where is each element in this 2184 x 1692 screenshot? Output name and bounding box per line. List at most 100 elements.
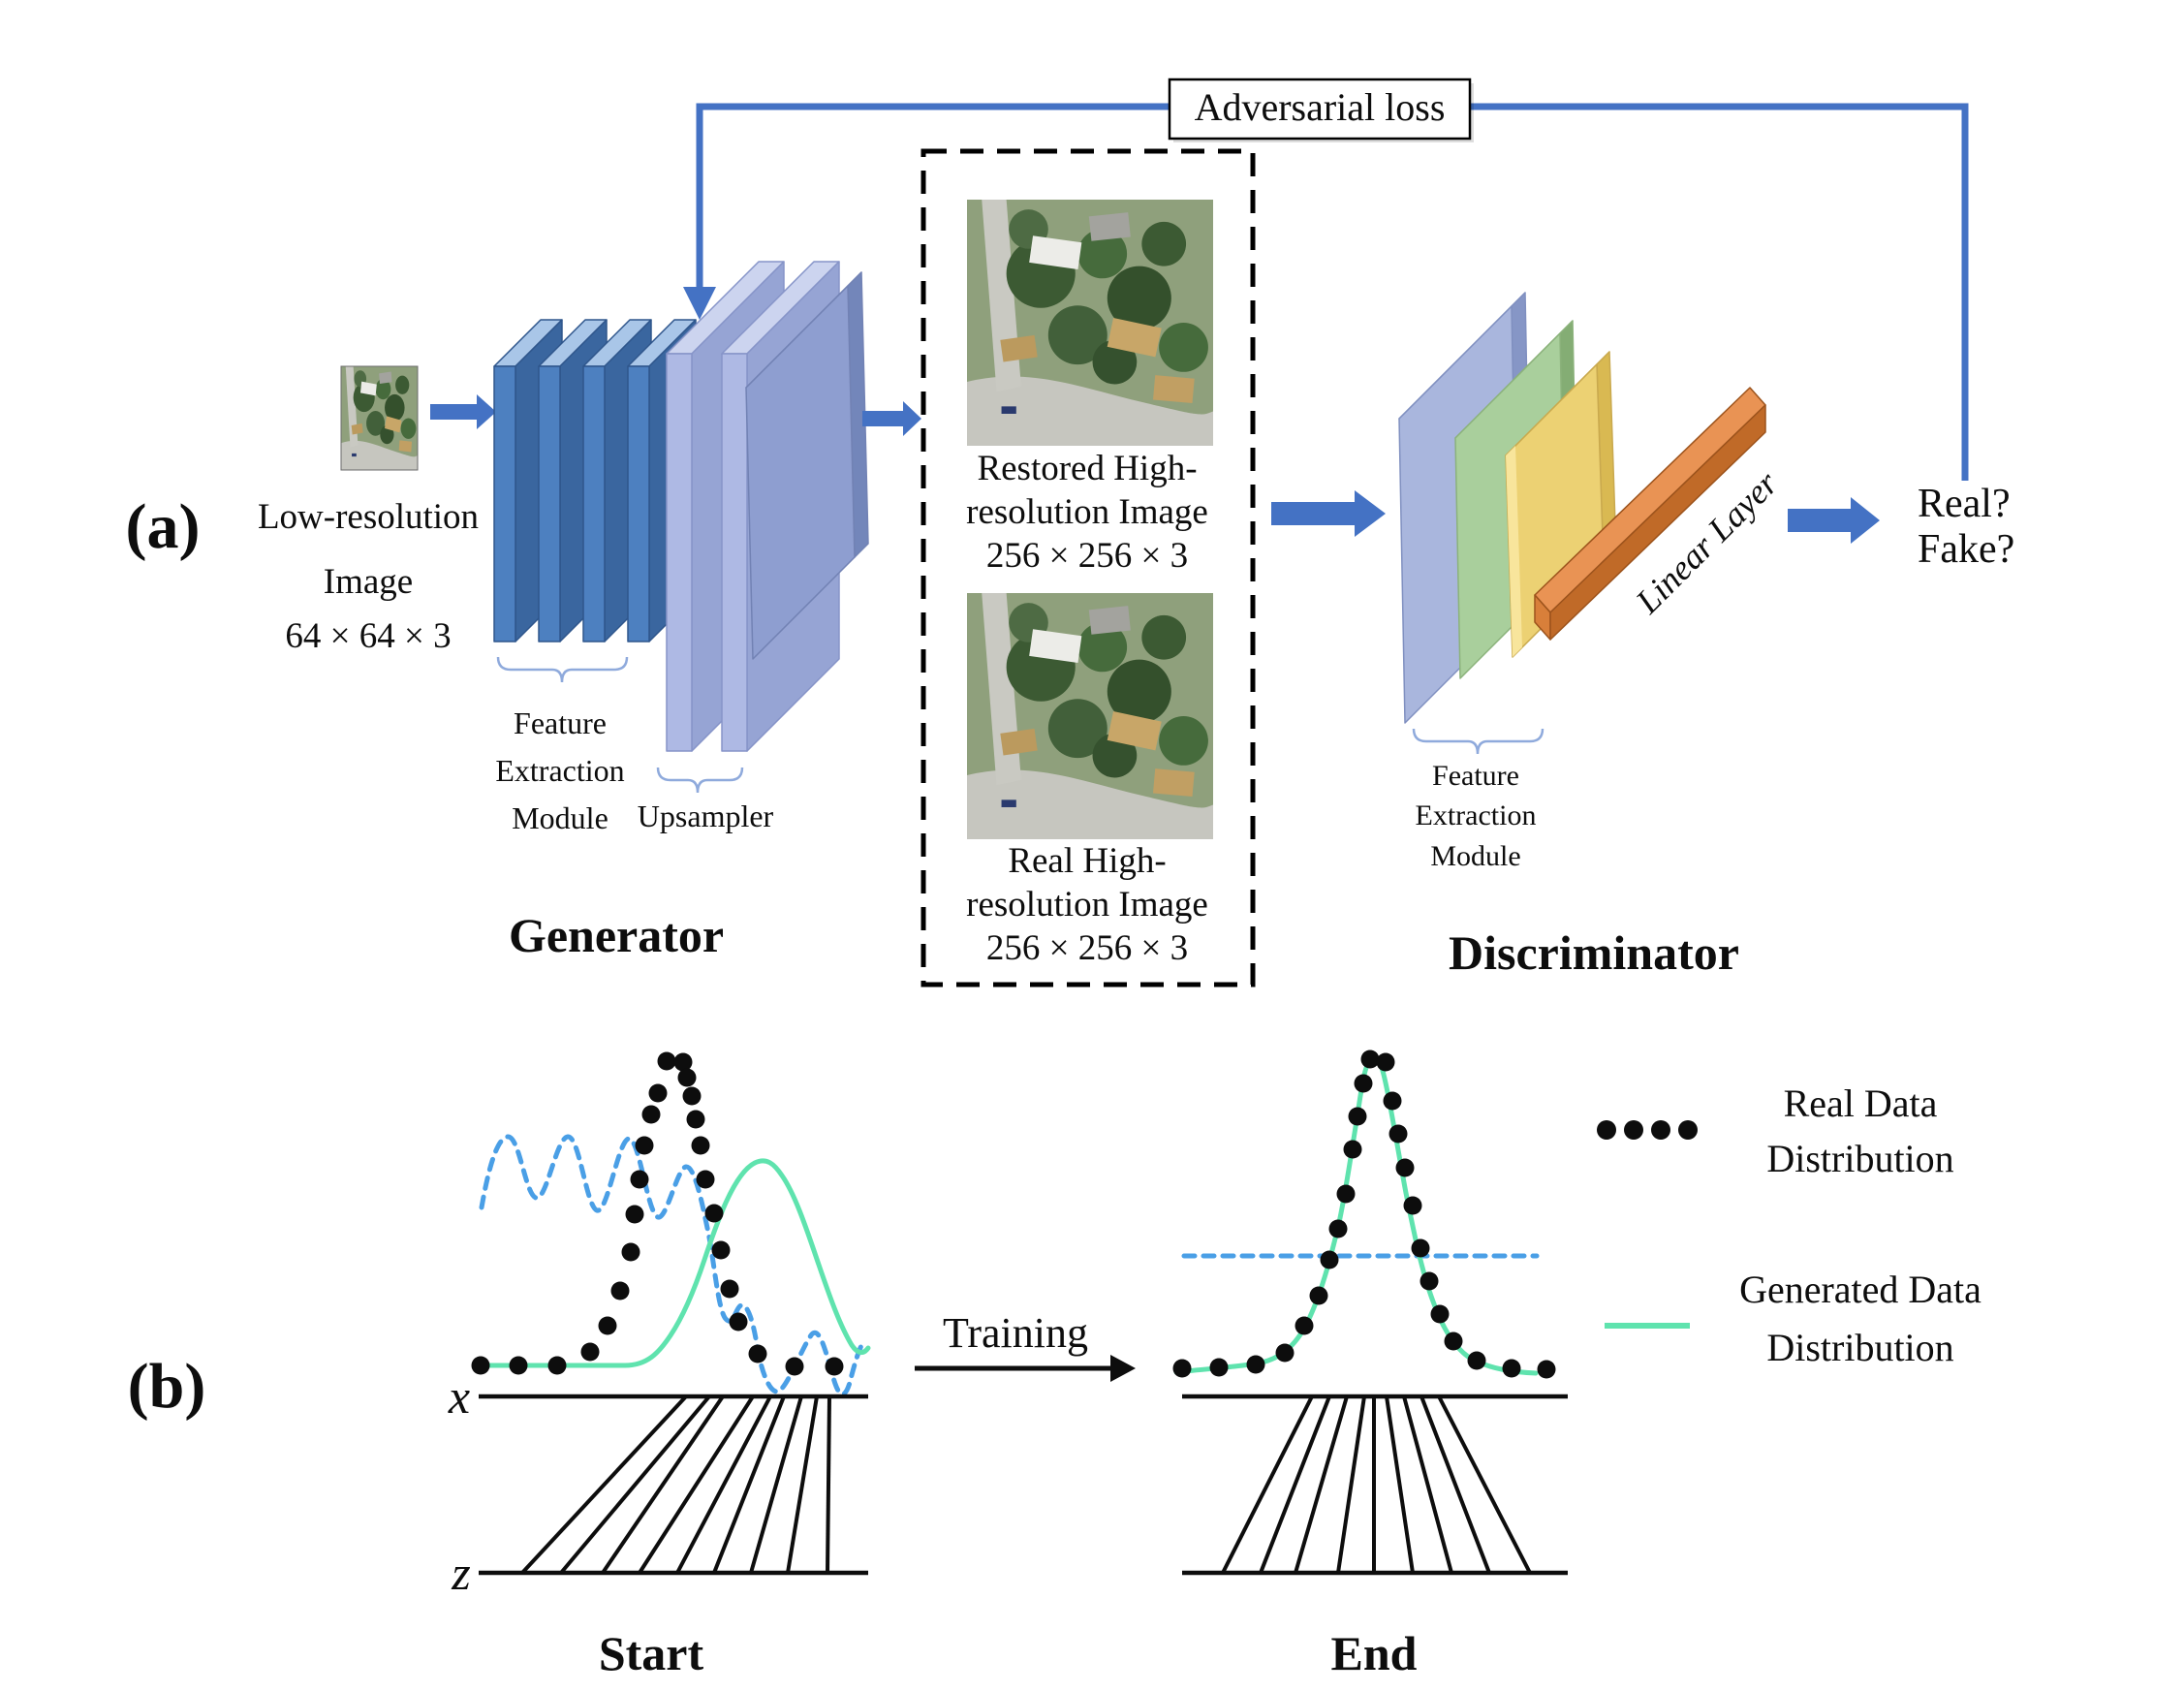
low-resolution-image-border <box>340 365 419 471</box>
distribution-dot <box>1376 1052 1395 1072</box>
distribution-dot <box>682 1086 702 1106</box>
distribution-dot <box>785 1357 804 1376</box>
distribution-dot <box>641 1105 661 1124</box>
distribution-dot <box>1328 1219 1348 1238</box>
distribution-dot <box>1336 1184 1356 1204</box>
start-discriminator-dashed-curve <box>479 1134 866 1397</box>
restored-caption-line2: resolution Image <box>966 492 1208 532</box>
distribution-dot <box>630 1170 649 1189</box>
restored-high-resolution-image <box>967 200 1213 446</box>
distribution-dot <box>648 1083 668 1103</box>
distribution-dot <box>677 1068 697 1087</box>
mapping-line <box>1294 1395 1349 1574</box>
distribution-dot <box>1651 1120 1670 1140</box>
real-high-resolution-image <box>967 593 1213 839</box>
distribution-dot <box>625 1205 644 1224</box>
distribution-dot <box>1209 1358 1229 1377</box>
distribution-dot <box>1275 1343 1295 1363</box>
upsampler-brace <box>656 767 744 794</box>
distribution-dot <box>1678 1120 1698 1140</box>
distribution-dot <box>1388 1124 1408 1144</box>
training-label: Training <box>943 1309 1088 1357</box>
distribution-dot <box>580 1342 600 1362</box>
discriminator-slabs <box>1398 292 1766 724</box>
legend-real-dots-icon <box>1597 1120 1698 1140</box>
distribution-dot <box>635 1136 654 1155</box>
mapping-line <box>1336 1395 1366 1574</box>
generator-feature-extraction-slabs <box>493 319 697 642</box>
end-mapping-lines <box>1221 1395 1532 1574</box>
distribution-dot <box>1354 1074 1373 1093</box>
distribution-dot <box>1430 1304 1450 1324</box>
upsampler-label: Upsampler <box>638 799 774 833</box>
distribution-dot <box>720 1279 739 1299</box>
distribution-dot <box>657 1051 676 1071</box>
adversarial-loss-label: Adversarial loss <box>1195 85 1446 129</box>
distribution-dot <box>1320 1250 1339 1269</box>
real-caption-line2: resolution Image <box>966 885 1208 924</box>
legend-generated-line2: Distribution <box>1766 1326 1953 1369</box>
distribution-dot <box>1246 1355 1265 1374</box>
generator-title: Generator <box>509 908 724 962</box>
mapping-line <box>1221 1395 1314 1574</box>
distribution-dot <box>1624 1120 1643 1140</box>
image-comparison-dashed-box <box>920 148 1256 987</box>
discriminator-fem-brace <box>1412 728 1544 755</box>
distribution-dot <box>1172 1359 1192 1378</box>
real-caption-line3: 256 × 256 × 3 <box>986 928 1188 968</box>
distribution-dot <box>621 1242 640 1262</box>
distribution-dot <box>704 1204 724 1223</box>
restored-image-caption: Restored High- resolution Image 256 × 25… <box>966 449 1208 576</box>
distribution-dot <box>1467 1351 1486 1370</box>
fake-question-label: Fake? <box>1918 527 2014 572</box>
arrow-input-to-generator-icon <box>430 394 496 429</box>
mapping-line <box>1420 1395 1491 1574</box>
distribution-dot <box>1403 1196 1422 1215</box>
mapping-line <box>712 1395 786 1574</box>
real-caption-line1: Real High- <box>1008 841 1166 881</box>
x-axis-label: x <box>448 1369 470 1424</box>
legend-real-line1: Real Data <box>1784 1081 1938 1125</box>
low-resolution-caption: Low-resolution Image 64 × 64 × 3 <box>258 497 479 656</box>
distribution-dot <box>1295 1316 1314 1335</box>
end-real-distribution-dots <box>1172 1050 1556 1379</box>
distribution-dot <box>1383 1091 1402 1111</box>
mapping-line <box>1385 1395 1415 1574</box>
restored-caption-line3: 256 × 256 × 3 <box>986 536 1188 576</box>
mapping-line <box>601 1394 725 1575</box>
mapping-line <box>1402 1395 1453 1574</box>
legend: Real Data Distribution Generated Data Di… <box>1597 1081 1981 1369</box>
distribution-dot <box>748 1344 767 1363</box>
panel-b-label: (b) <box>128 1351 206 1422</box>
discriminator-title: Discriminator <box>1449 925 1739 980</box>
linear-layer-bar <box>1534 387 1766 641</box>
mapping-line <box>675 1395 772 1574</box>
arrow-images-to-discriminator-icon <box>1271 490 1386 537</box>
start-real-distribution-dots <box>471 1051 844 1376</box>
distribution-dot <box>686 1110 705 1129</box>
distribution-dot <box>711 1240 731 1260</box>
z-axis-label: z <box>451 1546 470 1600</box>
distribution-dot <box>1444 1332 1463 1351</box>
mapping-line <box>520 1394 688 1575</box>
training-arrow-icon <box>915 1355 1136 1382</box>
legend-generated-line1: Generated Data <box>1739 1268 1981 1311</box>
discriminator-fem-line1: Feature <box>1432 760 1519 792</box>
distribution-dot <box>1395 1158 1415 1177</box>
discriminator-fem-label: Feature Extraction Module <box>1416 760 1537 872</box>
mapping-line <box>638 1394 755 1575</box>
generator-fem-line2: Extraction <box>495 753 624 788</box>
mapping-line <box>749 1395 803 1574</box>
mapping-line <box>1437 1395 1532 1574</box>
mapping-line <box>786 1395 819 1574</box>
distribution-dot <box>471 1356 490 1375</box>
distribution-dot <box>1348 1107 1367 1126</box>
distribution-dot <box>1360 1050 1380 1069</box>
distribution-dot <box>610 1281 630 1300</box>
restored-caption-line1: Restored High- <box>977 449 1197 488</box>
low-resolution-image <box>341 366 418 470</box>
generator-fem-line3: Module <box>512 800 608 835</box>
distribution-dot <box>547 1356 567 1375</box>
distribution-dot <box>729 1312 748 1332</box>
start-label: Start <box>599 1626 704 1680</box>
